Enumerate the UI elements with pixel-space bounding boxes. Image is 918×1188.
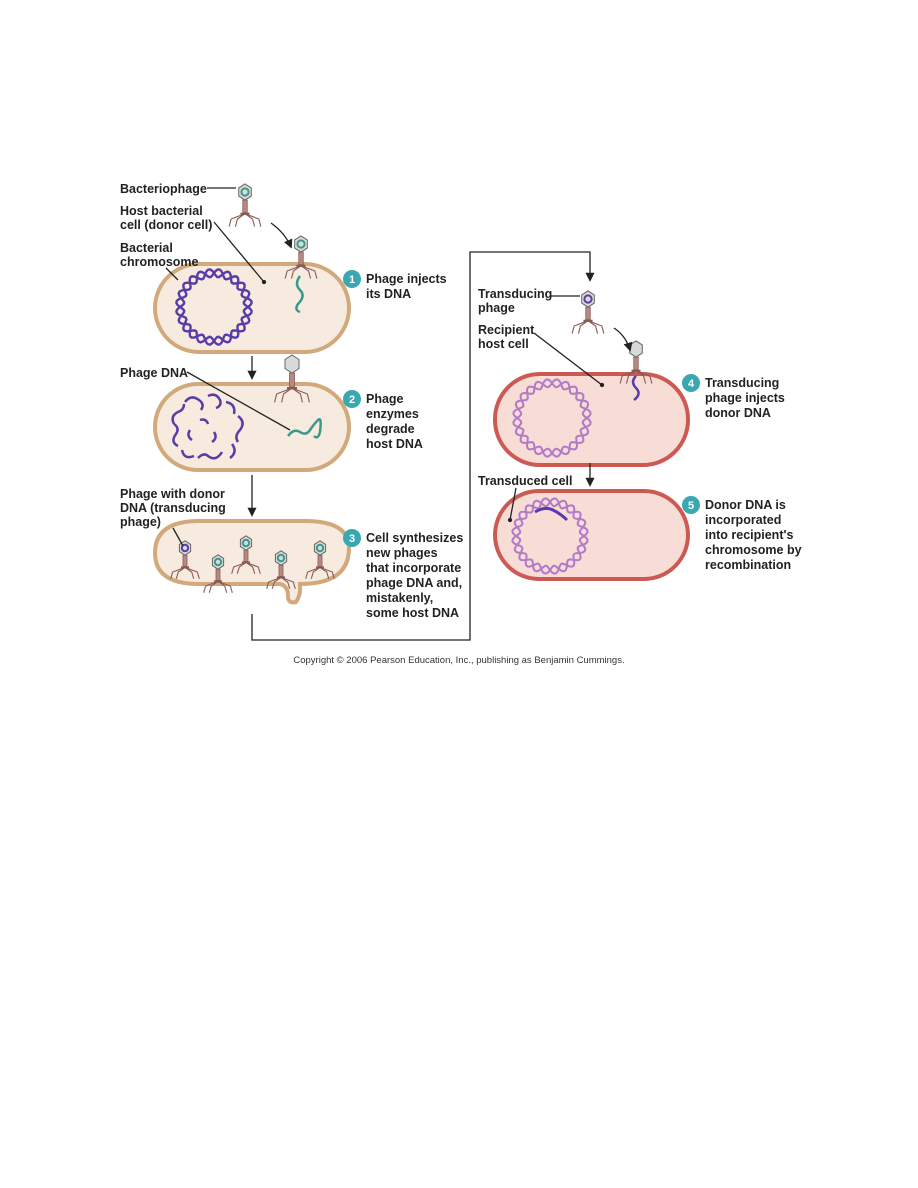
free-phage-dna <box>287 418 322 439</box>
label-transduced-cell: Transduced cell <box>478 474 572 488</box>
svg-text:Phage: Phage <box>366 392 404 406</box>
step-1-badge <box>343 270 361 288</box>
label-recipient-line1: Recipient <box>478 323 535 337</box>
step-3: 3 Cell synthesizes new phages that incor… <box>343 529 463 620</box>
svg-text:into recipient's: into recipient's <box>705 528 793 542</box>
phage-icon <box>266 550 296 589</box>
injected-donor-dna <box>631 375 640 401</box>
recipient-cell-5 <box>493 489 690 581</box>
svg-text:degrade: degrade <box>366 422 415 436</box>
svg-text:donor DNA: donor DNA <box>705 406 771 420</box>
step-5: 5 Donor DNA is incorporated into recipie… <box>682 496 802 572</box>
label-host-cell-line2: cell (donor cell) <box>120 218 212 232</box>
label-phage-donor-line2: DNA (transducing <box>120 501 226 515</box>
svg-text:phage DNA and,: phage DNA and, <box>366 576 462 590</box>
svg-text:some host DNA: some host DNA <box>366 606 459 620</box>
phage-icon <box>231 535 261 574</box>
svg-text:Cell synthesizes: Cell synthesizes <box>366 531 463 545</box>
dna-strand <box>511 497 589 575</box>
svg-text:new phages: new phages <box>366 546 438 560</box>
step-4-badge <box>682 374 700 392</box>
dna-strand <box>175 268 253 346</box>
phage-icon <box>274 354 310 403</box>
attach-arrow-2 <box>613 327 633 352</box>
step-5-badge <box>682 496 700 514</box>
svg-text:recombination: recombination <box>705 558 791 572</box>
label-transducing-line2: phage <box>478 301 515 315</box>
step-4: 4 Transducing phage injects donor DNA <box>682 374 785 420</box>
label-chromosome-line2: chromosome <box>120 255 199 269</box>
step-2: 2 Phage enzymes degrade host DNA <box>343 390 423 451</box>
bacterial-chromosome <box>175 268 253 346</box>
label-phage-donor-line3: phage) <box>120 515 161 529</box>
pointer-host-cell <box>213 221 267 285</box>
donor-cell-1 <box>153 262 351 354</box>
pointer-chromosome <box>165 267 179 281</box>
pointer-transduced <box>507 487 517 523</box>
step-3-badge <box>343 529 361 547</box>
label-phage-donor-line1: Phage with donor <box>120 487 225 501</box>
degraded-host-dna <box>171 393 244 460</box>
svg-text:incorporated: incorporated <box>705 513 781 527</box>
phage-icon <box>203 554 233 593</box>
phage-icon <box>571 290 605 334</box>
label-chromosome-line1: Bacterial <box>120 241 173 255</box>
svg-text:Donor DNA is: Donor DNA is <box>705 498 786 512</box>
svg-text:1: 1 <box>349 274 355 286</box>
label-phage-dna: Phage DNA <box>120 366 188 380</box>
step-2-badge <box>343 390 361 408</box>
label-host-cell-line1: Host bacterial <box>120 204 203 218</box>
copyright-notice: Copyright © 2006 Pearson Education, Inc.… <box>293 655 624 666</box>
recipient-cell-4 <box>493 372 690 467</box>
step-1: 1 Phage injects its DNA <box>343 270 447 301</box>
injected-phage-dna <box>295 275 304 314</box>
pointer-phage-dna <box>186 371 291 431</box>
svg-text:chromosome by: chromosome by <box>705 543 802 557</box>
svg-text:phage injects: phage injects <box>705 391 785 405</box>
svg-text:2: 2 <box>349 394 355 406</box>
recombinant-chromosome <box>511 497 589 575</box>
svg-text:mistakenly,: mistakenly, <box>366 591 433 605</box>
svg-text:host DNA: host DNA <box>366 437 423 451</box>
connector-step3-to-4 <box>251 251 595 641</box>
svg-text:its DNA: its DNA <box>366 287 411 301</box>
recipient-chromosome <box>512 378 592 458</box>
svg-text:3: 3 <box>349 533 355 545</box>
svg-text:5: 5 <box>688 500 694 512</box>
svg-text:enzymes: enzymes <box>366 407 419 421</box>
svg-text:4: 4 <box>688 378 695 390</box>
dna-strand <box>512 378 592 458</box>
label-recipient-line2: host cell <box>478 337 529 351</box>
svg-text:Transducing: Transducing <box>705 376 779 390</box>
phage-icon <box>228 183 262 227</box>
phage-icon <box>619 340 653 384</box>
phage-icon <box>284 235 318 279</box>
label-transducing-line1: Transducing <box>478 287 552 301</box>
phage-icon <box>170 540 200 579</box>
svg-text:Phage injects: Phage injects <box>366 272 447 286</box>
phage-layer <box>170 183 653 593</box>
phage-icon <box>305 540 335 579</box>
svg-text:that incorporate: that incorporate <box>366 561 461 575</box>
incorporated-donor-dna <box>534 506 569 522</box>
attach-arrow-1 <box>270 222 293 249</box>
pointer-recipient <box>533 332 605 388</box>
pointer-phage-donor <box>172 527 184 547</box>
label-bacteriophage: Bacteriophage <box>120 182 207 196</box>
